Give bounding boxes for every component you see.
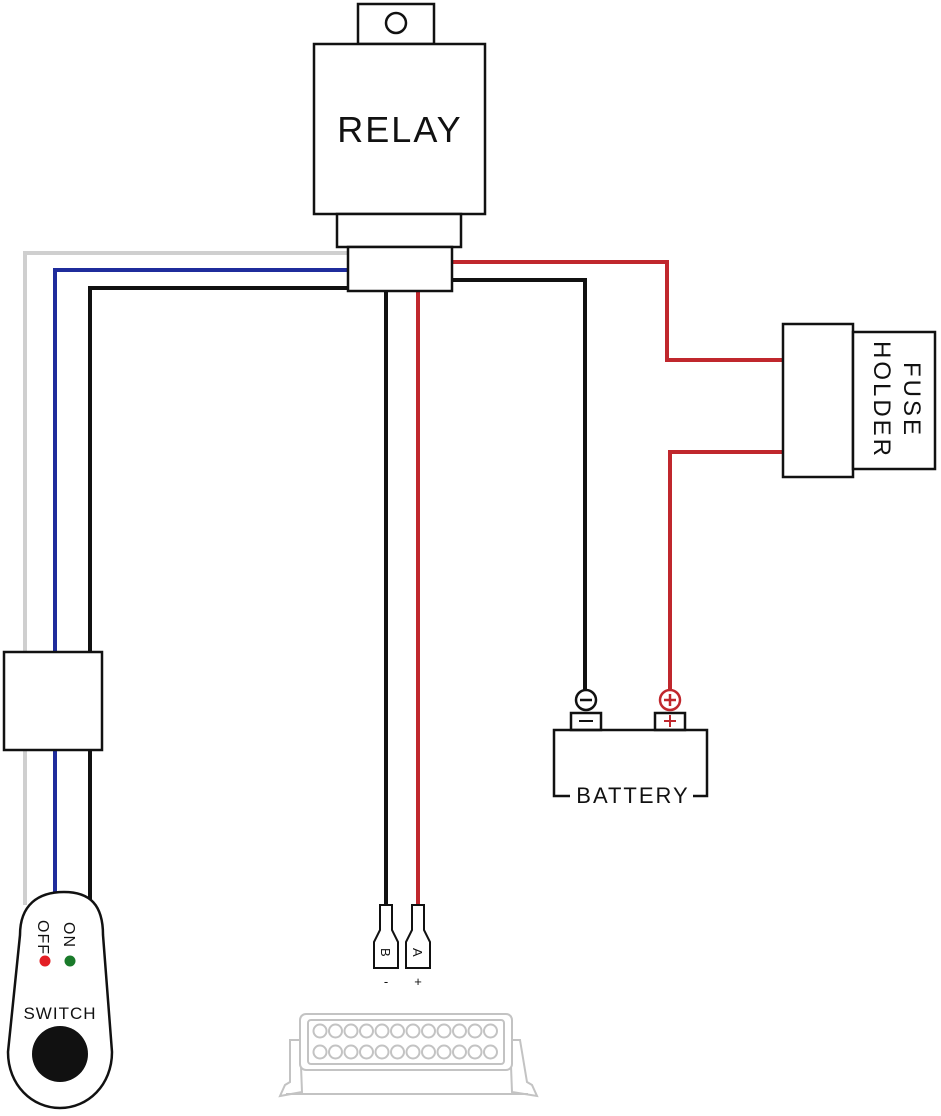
wires	[23, 251, 783, 910]
terminal-plus-label: +	[414, 974, 422, 989]
battery-body	[552, 728, 709, 798]
light-bar-lens	[307, 1019, 505, 1065]
battery	[552, 688, 709, 798]
relay-mount-hole	[384, 11, 408, 35]
led-icon	[436, 1044, 452, 1060]
led-icon	[436, 1023, 452, 1039]
led-icon	[421, 1044, 436, 1060]
relay-connector	[346, 245, 454, 293]
led-array	[312, 1023, 498, 1060]
connector-b	[373, 904, 399, 969]
light-bar-bracket-right	[508, 1039, 539, 1098]
led-icon	[312, 1023, 328, 1039]
led-icon	[343, 1023, 359, 1039]
led-icon	[483, 1023, 498, 1039]
fuse-holder-body	[781, 322, 855, 479]
led-icon	[374, 1044, 390, 1060]
off-indicator-dot	[39, 955, 51, 967]
switch-connector	[2, 650, 104, 752]
led-icon	[452, 1044, 467, 1060]
led-icon	[312, 1044, 328, 1060]
led-icon	[328, 1044, 343, 1060]
relay	[312, 2, 487, 293]
led-icon	[359, 1044, 374, 1060]
led-icon	[467, 1044, 483, 1060]
light-bar-bracket-left	[278, 1039, 304, 1098]
led-icon	[390, 1023, 405, 1039]
led-icon	[390, 1044, 405, 1060]
led-icon	[421, 1023, 436, 1039]
led-light-bar	[278, 1013, 539, 1098]
led-icon	[483, 1044, 498, 1060]
led-icon	[452, 1023, 467, 1039]
led-icon	[405, 1044, 421, 1060]
blue-wire	[53, 268, 348, 898]
connector-a	[405, 904, 431, 969]
light-bar-connectors	[373, 904, 431, 969]
fuse-label-line2: HOLDER	[868, 341, 895, 459]
relay-neck	[335, 212, 463, 249]
led-icon	[328, 1023, 343, 1039]
fuse-holder	[781, 322, 937, 479]
switch-button[interactable]	[32, 1026, 88, 1082]
fuse-label-line1: FUSE	[898, 362, 925, 438]
led-icon	[343, 1044, 359, 1060]
switch-label: SWITCH	[23, 1004, 96, 1023]
led-icon	[374, 1023, 390, 1039]
on-indicator-dot	[64, 955, 76, 967]
switch-off-label: OFF	[34, 920, 51, 955]
terminal-a-label: A	[410, 948, 425, 957]
terminal-minus-label: -	[384, 974, 388, 989]
fuse-holder-cap	[851, 330, 937, 471]
relay-label: RELAY	[337, 109, 462, 150]
black-wire-battery	[452, 278, 587, 690]
switch-on-label: ON	[60, 922, 77, 948]
switch	[6, 890, 114, 1110]
led-icon	[359, 1023, 374, 1039]
light-bar-housing	[299, 1013, 513, 1071]
red-wire-relay-fuse	[452, 260, 783, 362]
terminal-b-label: B	[378, 948, 393, 957]
led-icon	[467, 1023, 483, 1039]
fuse-holder-label: FUSE HOLDER	[868, 341, 925, 459]
led-icon	[405, 1023, 421, 1039]
battery-label: BATTERY	[576, 783, 689, 808]
red-wire-fuse-battery	[668, 450, 783, 690]
gray-wire	[23, 251, 348, 905]
black-wire-switch	[88, 286, 348, 910]
